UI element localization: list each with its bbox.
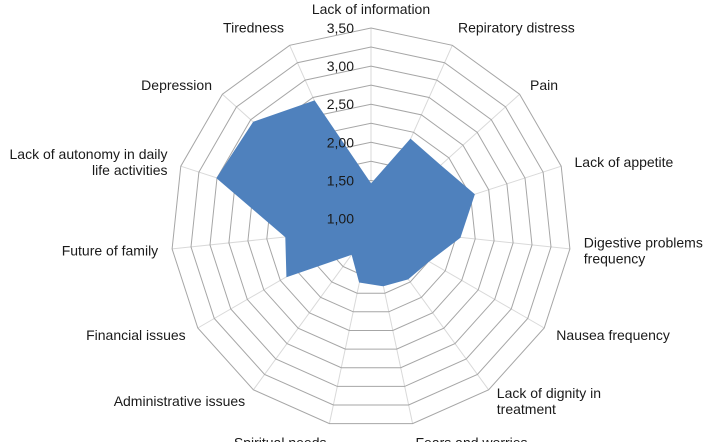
grid-ring (209, 65, 533, 387)
category-label: Lack of information (312, 1, 430, 17)
tick-layer: 1,00 1,50 2,00 2,50 3,00 3,50 (327, 20, 354, 227)
category-label: Financial issues (86, 327, 186, 343)
grid-ring (190, 46, 552, 406)
category-label: Pain (530, 77, 558, 93)
axis-tick-label: 1,50 (327, 172, 354, 188)
category-label: Lack of appetite (575, 154, 674, 170)
category-label: Repiratory distress (458, 20, 575, 36)
axis-tick-label: 3,50 (327, 20, 354, 36)
category-label: Fears and worries (416, 434, 528, 442)
grid-ring (171, 27, 571, 425)
category-label: Tiredness (223, 20, 284, 36)
axis-tick-label: 1,00 (327, 211, 354, 227)
spoke-line (252, 227, 372, 391)
axis-tick-label: 3,00 (327, 58, 354, 74)
category-label: Administrative issues (114, 393, 246, 409)
category-label: Spiritual needs (234, 434, 327, 442)
axis-tick-label: 2,50 (327, 96, 354, 112)
category-label: Nausea frequency (556, 327, 670, 343)
series-layer (216, 100, 475, 287)
category-label: Depression (141, 77, 212, 93)
axis-tick-label: 2,00 (327, 134, 354, 150)
series-area (216, 100, 475, 287)
category-label: Future of family (62, 242, 158, 258)
